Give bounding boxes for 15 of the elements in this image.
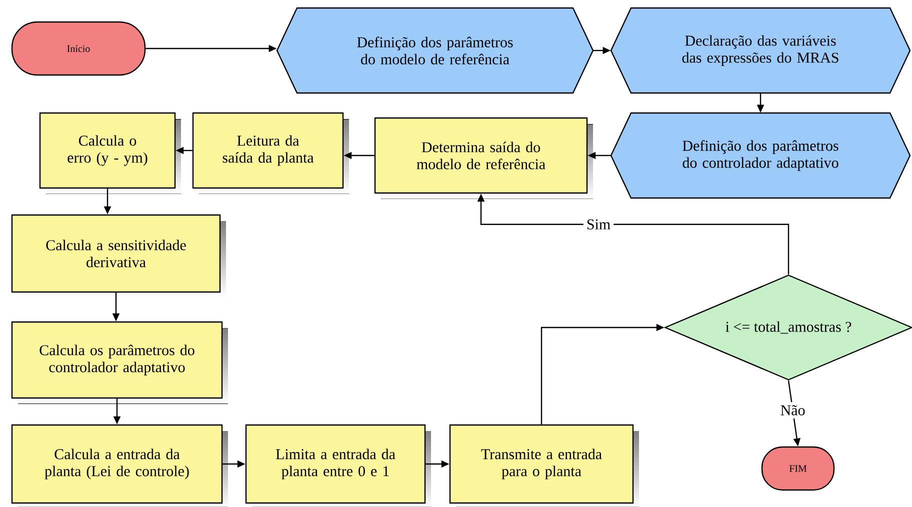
process-hexagon: Declaração das variáveis das expressões do MRAS bbox=[610, 7, 911, 94]
process-box: Limita a entrada da planta entre 0 e 1 bbox=[245, 424, 431, 507]
process-box: Calcula a sensitividade derivativa bbox=[11, 214, 226, 298]
process-box: Calcula o erro (y - ym) bbox=[39, 112, 181, 194]
end-terminal: FIM bbox=[761, 446, 835, 491]
process-hexagon: Definição dos parâmetros do modelo de referência bbox=[276, 7, 594, 94]
start-terminal: Início bbox=[11, 21, 146, 76]
process-hexagon: Definição dos parâmetros do controlador adaptativo bbox=[610, 112, 911, 199]
process-box: Calcula a entrada da planta (Lei de controle) bbox=[11, 424, 228, 507]
process-box: Calcula os parâmetros do controlador adaptativo bbox=[11, 321, 228, 404]
process-box: Transmite a entrada para o planta bbox=[449, 424, 639, 507]
process-box: Determina saída do modelo de referência bbox=[374, 117, 593, 199]
process-box: Leitura da saída da planta bbox=[192, 112, 349, 194]
edge-label: Não bbox=[777, 402, 808, 418]
edge-label: Sim bbox=[583, 216, 614, 232]
